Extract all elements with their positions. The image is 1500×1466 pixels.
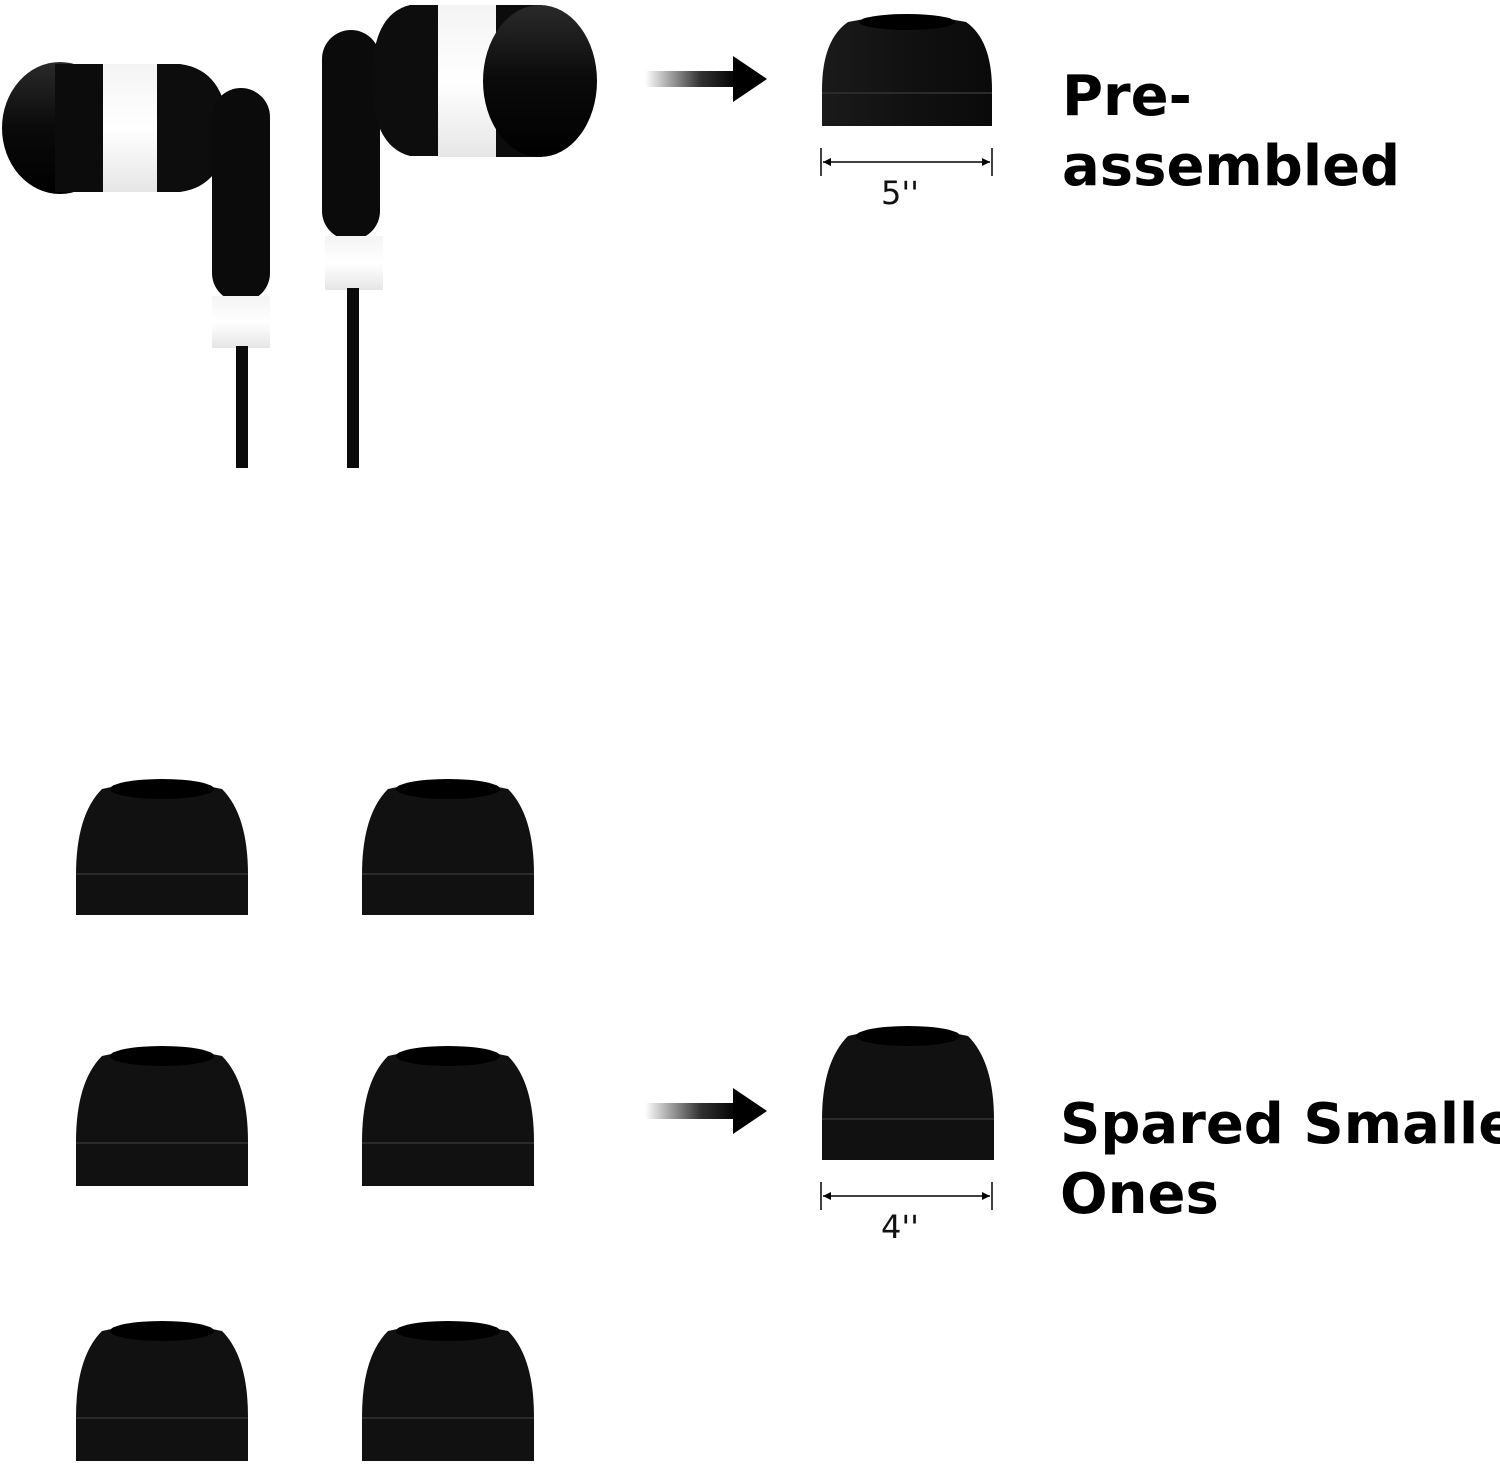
spare-ear-tip [76,1321,248,1461]
arrow-right-icon [645,1088,767,1134]
bottom-dimension-label: 4'' [881,1208,919,1246]
spare-ear-tip [362,779,534,915]
ear-tip-image [822,1026,994,1160]
spared-smaller-line1: Spared Smaller [1060,1092,1500,1157]
spare-ear-tip [76,779,248,915]
arrow-right-icon [645,56,767,102]
spared-smaller-label: Spared Smaller Ones [1060,1090,1500,1230]
spare-ear-tip [362,1046,534,1186]
pre-assembled-label: Pre-assembled [1062,64,1401,199]
dimension-arrow-icon [820,148,993,176]
ear-tip-image [822,14,992,126]
dimension-arrow-icon [820,1182,993,1210]
spared-smaller-line2: Ones [1060,1162,1219,1227]
top-dimension-label: 5'' [881,174,919,212]
earphones-image [2,5,597,468]
spare-ear-tip [362,1321,534,1461]
spare-ear-tip [76,1046,248,1186]
